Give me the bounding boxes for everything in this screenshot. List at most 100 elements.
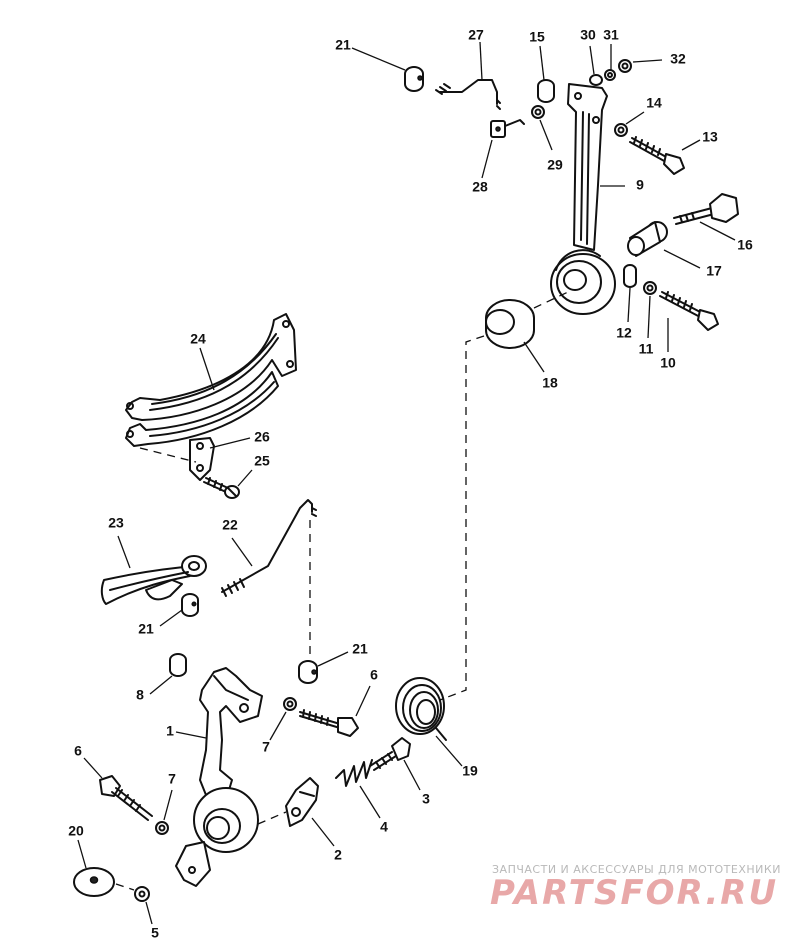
part-32-nut bbox=[618, 59, 632, 73]
part-30-washer bbox=[589, 74, 603, 86]
callout-3: 3 bbox=[422, 791, 430, 807]
callout-27: 27 bbox=[468, 27, 484, 43]
watermark-tagline: ЗАПЧАСТИ И АКСЕССУАРЫ ДЛЯ МОТОТЕХНИКИ bbox=[492, 863, 781, 876]
callout-21-low: 21 bbox=[352, 641, 368, 657]
callout-9: 9 bbox=[636, 177, 644, 193]
callout-7-mid: 7 bbox=[262, 739, 270, 755]
part-14-nut bbox=[614, 123, 628, 137]
callout-22: 22 bbox=[222, 517, 238, 533]
part-12-bushing bbox=[623, 264, 637, 288]
callout-13: 13 bbox=[702, 129, 718, 145]
leader-13 bbox=[681, 139, 701, 151]
leader-21a bbox=[351, 47, 406, 71]
part-31-washer bbox=[604, 69, 616, 81]
part-21-collar-low bbox=[298, 660, 318, 684]
callout-30: 30 bbox=[580, 27, 596, 43]
callout-4: 4 bbox=[380, 819, 388, 835]
part-27-link-rod bbox=[435, 79, 501, 110]
leader-12 bbox=[627, 287, 631, 323]
callout-11: 11 bbox=[639, 341, 654, 357]
callout-17: 17 bbox=[706, 263, 722, 279]
centerline-plate bbox=[139, 447, 197, 463]
part-28-swivel bbox=[490, 119, 525, 138]
leader-15 bbox=[539, 45, 545, 81]
part-1-main-lever bbox=[175, 667, 263, 887]
part-9-arm bbox=[550, 83, 616, 315]
callout-21-top: 21 bbox=[335, 37, 351, 53]
callout-19: 19 bbox=[462, 763, 478, 779]
part-19-coil-spring bbox=[395, 677, 447, 741]
callout-20: 20 bbox=[68, 823, 84, 839]
part-18-flanged-bushing bbox=[485, 299, 535, 349]
callout-29: 29 bbox=[547, 157, 563, 173]
callout-2: 2 bbox=[334, 847, 342, 863]
part-15-bushing bbox=[537, 79, 555, 103]
leader-24 bbox=[199, 347, 215, 391]
leader-26 bbox=[209, 437, 251, 449]
callout-labels: 21 27 15 30 31 32 14 13 28 29 9 16 17 12… bbox=[68, 27, 753, 941]
callout-16: 16 bbox=[737, 237, 753, 253]
leader-7a bbox=[269, 711, 287, 741]
part-22-rod bbox=[221, 499, 317, 597]
centerline-drop bbox=[439, 335, 485, 701]
part-25-screw bbox=[203, 477, 240, 499]
part-4-spring bbox=[335, 759, 373, 787]
leader-6a bbox=[83, 757, 103, 779]
part-7-nut-left bbox=[155, 821, 169, 835]
part-5-nut bbox=[134, 886, 150, 902]
callout-26: 26 bbox=[254, 429, 270, 445]
leader-30 bbox=[589, 45, 595, 75]
leader-7b bbox=[163, 789, 173, 821]
part-29-nut bbox=[531, 105, 545, 119]
part-21-collar-mid bbox=[181, 593, 199, 617]
callout-31: 31 bbox=[603, 27, 619, 43]
part-3-screw bbox=[369, 737, 411, 771]
leader-3 bbox=[403, 759, 421, 791]
leader-1 bbox=[175, 731, 207, 739]
leader-25 bbox=[237, 469, 253, 487]
leader-8 bbox=[149, 675, 173, 695]
watermark-logo-text: PARTSFOR.RU bbox=[490, 873, 778, 913]
callout-6-right: 6 bbox=[370, 667, 378, 683]
callout-6-left: 6 bbox=[74, 743, 82, 759]
callout-18: 18 bbox=[542, 375, 558, 391]
leader-2 bbox=[311, 817, 335, 847]
leader-14 bbox=[625, 111, 645, 125]
leader-23 bbox=[117, 535, 131, 569]
leader-20 bbox=[77, 839, 87, 869]
part-26-plate bbox=[189, 437, 215, 481]
leader-21c bbox=[317, 651, 349, 667]
part-10-screw bbox=[659, 291, 719, 331]
leader-11 bbox=[647, 295, 651, 339]
part-13-screw bbox=[629, 136, 685, 175]
part-21-collar-top bbox=[404, 66, 424, 92]
callout-15: 15 bbox=[529, 29, 545, 45]
callout-28: 28 bbox=[472, 179, 488, 195]
part-16-bolt bbox=[673, 193, 739, 225]
callout-21-mid: 21 bbox=[138, 621, 154, 637]
part-24-bracket bbox=[125, 313, 297, 447]
callout-32: 32 bbox=[670, 51, 686, 67]
part-17-spacer bbox=[627, 221, 668, 257]
callout-23: 23 bbox=[108, 515, 124, 531]
callout-5: 5 bbox=[151, 925, 159, 941]
callout-1: 1 bbox=[166, 723, 174, 739]
leader-6b bbox=[355, 685, 371, 717]
part-2-link bbox=[285, 777, 319, 827]
leader-4 bbox=[359, 785, 381, 819]
part-6-screw-left bbox=[99, 775, 153, 821]
part-11-nut bbox=[643, 281, 657, 295]
leader-22 bbox=[231, 537, 253, 567]
callout-14: 14 bbox=[646, 95, 662, 111]
part-6-screw-right bbox=[299, 709, 359, 737]
callout-10: 10 bbox=[660, 355, 676, 371]
leader-5 bbox=[145, 901, 153, 925]
leader-18 bbox=[523, 341, 545, 373]
centerline-washer bbox=[115, 883, 135, 891]
leader-16 bbox=[699, 221, 736, 241]
centerline-link bbox=[257, 811, 287, 825]
leader-32 bbox=[632, 59, 663, 63]
centerline-hub bbox=[533, 291, 569, 309]
part-7-nut-mid bbox=[283, 697, 297, 711]
